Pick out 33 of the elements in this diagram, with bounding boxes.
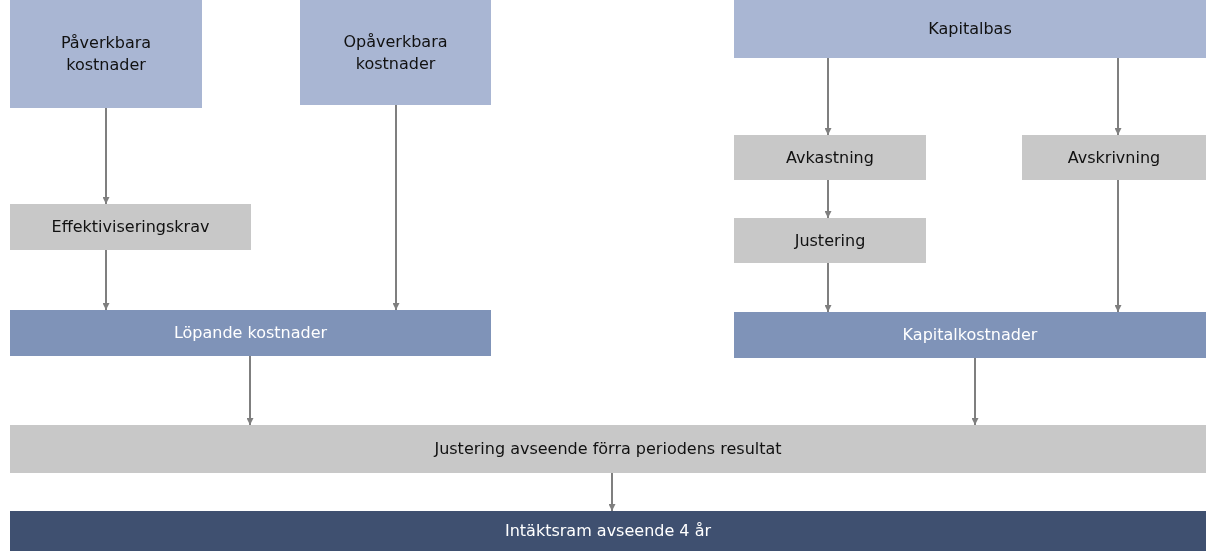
- arrow: [1114, 179, 1122, 313]
- box-label: Kapitalbas: [928, 18, 1012, 40]
- box-label: Justering avseende förra periodens resultat: [434, 438, 782, 460]
- process-box: [300, 0, 491, 105]
- process-box: [734, 135, 926, 180]
- box-label: Effektiviseringskrav: [51, 216, 210, 238]
- box-label: Avkastning: [786, 146, 874, 169]
- arrow: [246, 355, 254, 426]
- box-label: Avskrivning: [1067, 146, 1161, 169]
- process-box: [10, 425, 1206, 473]
- box-label: Påverkbara kostnader: [59, 32, 153, 76]
- process-box: [734, 218, 926, 263]
- process-box: [10, 511, 1206, 551]
- box-label: Opåverkbara kostnader: [342, 30, 449, 75]
- box-label: Kapitalkostnader: [902, 324, 1038, 346]
- box-label: Löpande kostnader: [173, 322, 328, 344]
- arrow: [102, 107, 110, 205]
- process-box: [734, 0, 1206, 58]
- arrow: [102, 249, 110, 311]
- box-label: Intäktsram avseende 4 år: [504, 520, 711, 542]
- process-box: [1022, 135, 1206, 180]
- process-box: [10, 204, 251, 250]
- arrow: [1114, 57, 1122, 136]
- arrow: [392, 104, 400, 311]
- arrow: [971, 357, 979, 426]
- box-label: Justering: [794, 229, 866, 252]
- process-box: [10, 310, 491, 356]
- process-box: [10, 0, 202, 108]
- arrow: [608, 472, 616, 512]
- process-box: [734, 312, 1206, 358]
- arrow: [824, 179, 832, 219]
- arrow: [824, 262, 832, 313]
- arrow: [824, 57, 832, 136]
